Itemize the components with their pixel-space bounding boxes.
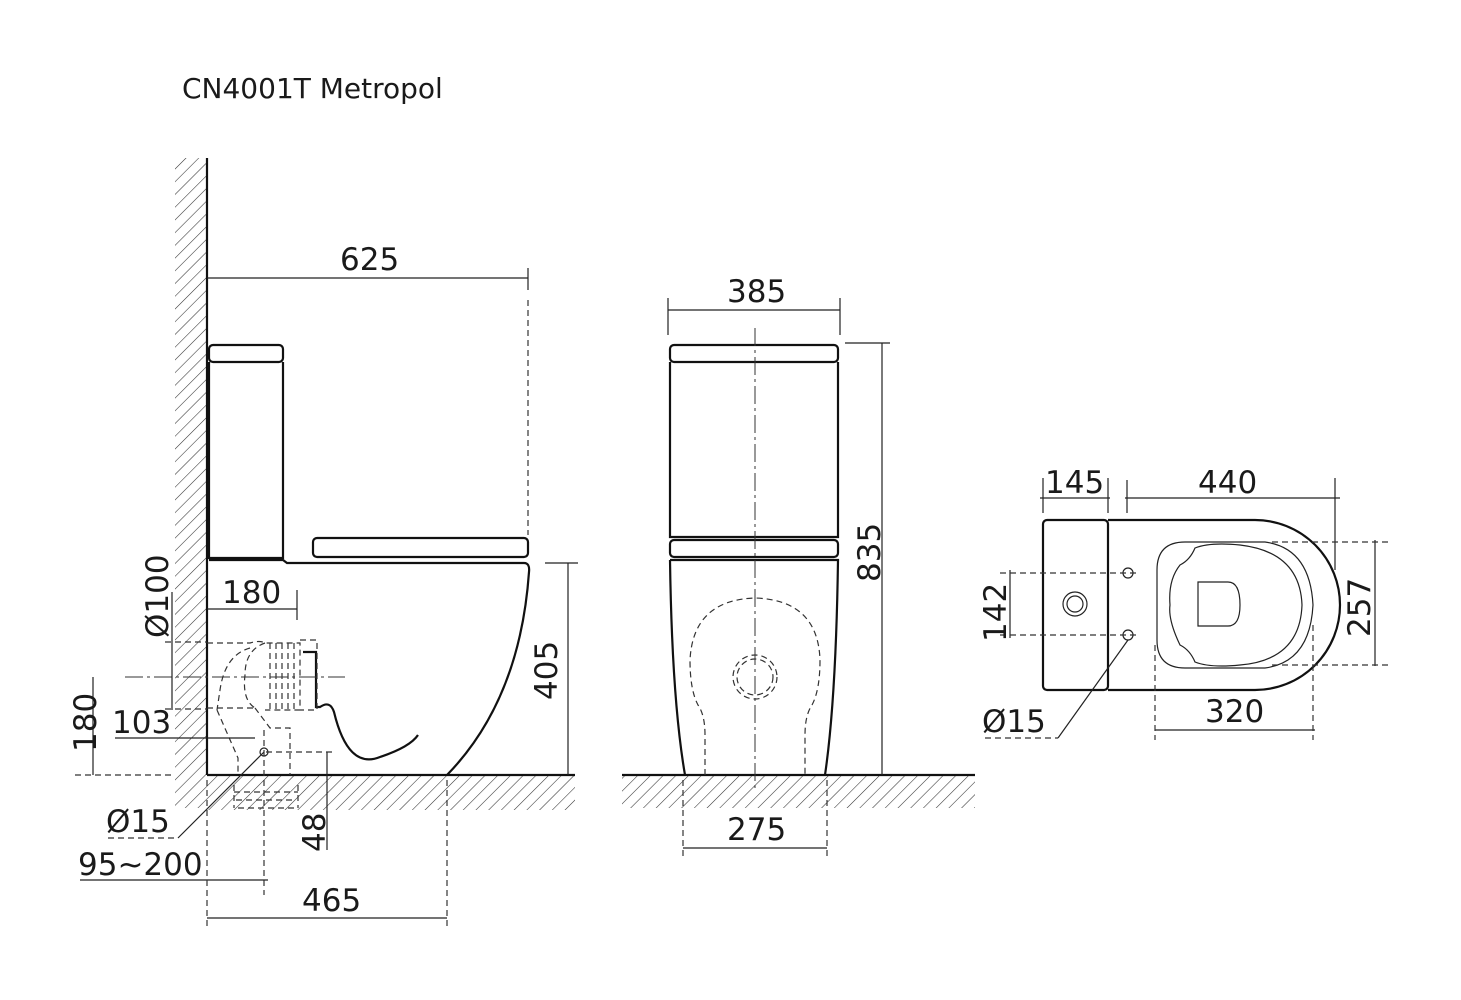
- dim-48: 48: [297, 813, 333, 852]
- tank-lid: [207, 343, 285, 364]
- bowl-opening: [1197, 581, 1241, 627]
- floor-hatch: [622, 775, 975, 808]
- wall-hatch: [175, 158, 207, 808]
- tank-body: [668, 362, 840, 539]
- seat: [311, 536, 530, 559]
- dim-257: 257: [1342, 578, 1378, 637]
- seat: [668, 538, 840, 559]
- dim-465: 465: [302, 883, 361, 919]
- trapway: [303, 650, 419, 761]
- tank-top: [1041, 518, 1110, 692]
- dim-180-side: 180: [68, 693, 104, 752]
- dim-625: 625: [340, 242, 399, 278]
- dim-405: 405: [529, 641, 565, 700]
- dim-440: 440: [1198, 465, 1257, 501]
- hidden-trapway: [689, 597, 821, 775]
- dim-d100: Ø100: [140, 554, 176, 638]
- flush-button: [1062, 591, 1088, 617]
- drawing-title: CN4001T Metropol: [182, 72, 443, 105]
- seat-inner: [1169, 543, 1303, 667]
- leader-line: [1057, 639, 1129, 739]
- hidden-outlet-bend: [216, 642, 291, 775]
- dim-d15-side: Ø15: [106, 804, 170, 840]
- dim-180-top: 180: [222, 575, 281, 611]
- floor-flange: [233, 785, 299, 809]
- seat-outer: [1156, 541, 1314, 669]
- leader-line: [177, 751, 265, 839]
- tank-lid: [668, 343, 840, 364]
- flush-button-inner: [1066, 595, 1084, 613]
- dim-103: 103: [112, 705, 171, 741]
- dim-d15-top: Ø15: [982, 704, 1046, 740]
- dim-385: 385: [727, 274, 786, 310]
- hidden-outlet: [207, 639, 318, 711]
- side-view: 625 180 Ø100 180 103 Ø15 95~200 465 48 4…: [68, 158, 578, 928]
- dim-275: 275: [727, 812, 786, 848]
- bowl-outline: [209, 558, 531, 776]
- dim-145: 145: [1045, 465, 1104, 501]
- dim-320: 320: [1205, 694, 1264, 730]
- bowl-top: [1108, 518, 1342, 692]
- pedestal: [668, 558, 840, 776]
- dim-835: 835: [852, 523, 888, 582]
- tank-body: [207, 362, 285, 560]
- dim-142: 142: [978, 583, 1014, 642]
- dim-95-200: 95~200: [78, 847, 203, 883]
- floor-hatch: [207, 775, 575, 810]
- front-view: 385 835 275: [622, 274, 975, 856]
- top-view: 145 440 142 Ø15 257 320: [978, 465, 1388, 740]
